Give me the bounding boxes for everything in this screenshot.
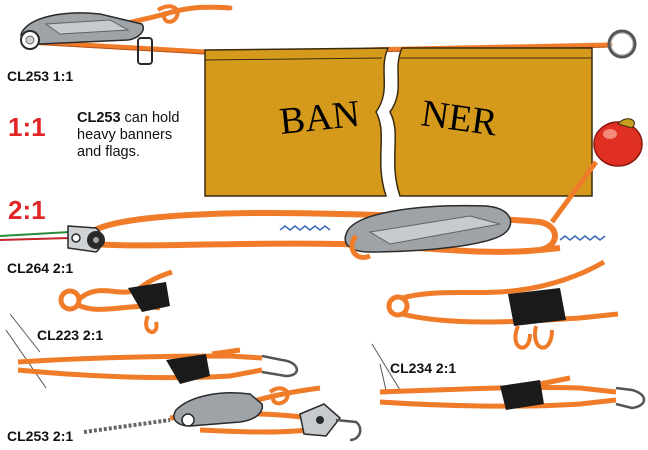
cl253b-shackle bbox=[335, 418, 362, 442]
cl223-2to1-label: CL223 2:1 bbox=[37, 327, 104, 343]
cl253b-pulley-hub bbox=[316, 416, 324, 424]
banner-rig-1to1: BAN NER bbox=[20, 4, 637, 197]
cl223-lower-rope-bottom bbox=[17, 367, 263, 381]
cl223-upper-loop bbox=[144, 315, 159, 334]
cl234-lower-block bbox=[500, 380, 544, 410]
cl234-upper-rope bbox=[401, 259, 606, 301]
cl234-lower-hook bbox=[615, 386, 646, 410]
banner-right bbox=[389, 47, 593, 197]
cl234-rig bbox=[371, 259, 646, 410]
cl264-wire-green bbox=[0, 231, 71, 237]
ring-icon bbox=[607, 29, 637, 59]
cl234-lower-rope-bottom bbox=[379, 397, 617, 409]
block-icon bbox=[128, 282, 170, 312]
cl253b-cleat-eye bbox=[181, 413, 195, 427]
cl234-lower-diagonal bbox=[371, 343, 401, 391]
cl264-rope-tail bbox=[539, 245, 561, 253]
cl264-wire-red bbox=[0, 237, 71, 241]
banner-word-left: BAN bbox=[278, 93, 362, 143]
cl264-2to1-label: CL264 2:1 bbox=[7, 260, 74, 276]
pulley-icon bbox=[67, 225, 105, 253]
cl253-description: CL253 can hold heavy banners and flags. bbox=[77, 110, 179, 161]
cl234-upper-eye bbox=[386, 294, 410, 318]
cam-cleat-icon bbox=[344, 204, 512, 260]
cl234-lower-rope-top bbox=[379, 384, 617, 395]
cl223-rig bbox=[5, 269, 298, 389]
cl223-lower-rope-top bbox=[17, 353, 263, 365]
shock-cord-icon bbox=[279, 225, 331, 231]
cl234-upper-loops bbox=[513, 325, 554, 350]
cl223-upper-eye bbox=[58, 288, 82, 312]
cleat-icon bbox=[20, 12, 144, 50]
cl253b-rope-bottom bbox=[199, 425, 321, 435]
cl234-upper-rope2 bbox=[401, 311, 619, 325]
shackle-icon bbox=[137, 37, 153, 65]
cl253-2to1-label: CL253 2:1 bbox=[7, 428, 74, 444]
cl253b-cleat bbox=[173, 392, 264, 427]
cl234-upper-block bbox=[508, 288, 566, 326]
cl253-1to1-label: CL253 1:1 bbox=[7, 68, 74, 84]
description-line-3: and flags. bbox=[77, 144, 140, 160]
cl253b-knot bbox=[268, 386, 290, 406]
ratio-2to1-label: 2:1 bbox=[8, 195, 46, 225]
description-line-1: CL253 can hold bbox=[77, 110, 179, 127]
description-line-2: heavy banners bbox=[77, 127, 173, 143]
description-model: CL253 bbox=[77, 110, 121, 126]
cl234-2to1-label: CL234 2:1 bbox=[390, 360, 457, 376]
cl264-rope-loop bbox=[89, 209, 558, 255]
shock-cord-right bbox=[559, 235, 606, 241]
banner-left bbox=[204, 47, 390, 197]
cl264-rig bbox=[0, 118, 643, 260]
hook-icon bbox=[261, 354, 298, 378]
cl223-lower-block bbox=[166, 354, 210, 384]
cl234-lower-tail bbox=[539, 375, 571, 387]
description-line-1-rest: can hold bbox=[120, 110, 180, 126]
cl253-2to1-rig bbox=[83, 385, 362, 442]
ratio-1to1-label: 1:1 bbox=[8, 112, 46, 142]
banner-top-hem-left bbox=[204, 57, 383, 61]
cl223-lower-tail bbox=[211, 347, 241, 357]
top-knot bbox=[156, 4, 180, 24]
stopper-ball-icon bbox=[549, 118, 643, 224]
cl223-lower-diagonal2 bbox=[9, 313, 41, 353]
cl253b-wire bbox=[83, 418, 171, 434]
